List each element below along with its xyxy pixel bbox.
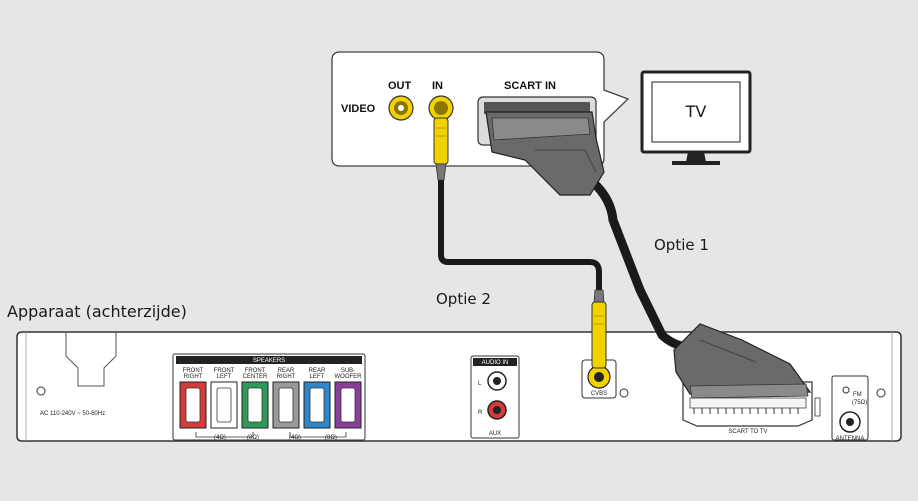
device-caption: Apparaat (achterzijde) (7, 302, 187, 321)
option1-caption: Optie 1 (654, 236, 709, 254)
speaker-terminal-slot (247, 387, 263, 423)
antenna-label: ANTENNA (836, 436, 865, 442)
speaker-label-line2: RIGHT (184, 374, 203, 380)
power-label: AC 110-240V ~ 50-60Hz (40, 411, 105, 417)
ohm-label-2: (8Ω) (247, 435, 259, 441)
aux-label: AUX (489, 431, 501, 437)
speaker-label-line2: CENTER (243, 374, 268, 380)
speakers-block: SPEAKERS FRONTRIGHTFRONTLEFTFRONTCENTERR… (172, 353, 366, 441)
tv-icon: TV (640, 70, 752, 165)
speaker-label-line2: LEFT (217, 374, 232, 380)
speaker-terminal-slot (185, 387, 201, 423)
speaker-label-line2: RIGHT (277, 374, 296, 380)
speaker-label-line1: SUB- (341, 368, 355, 374)
cvbs-jack: CVBS (581, 359, 629, 399)
audio-in-block: AUDIO IN L R AUX (470, 355, 520, 439)
speaker-label-line2: LEFT (310, 374, 325, 380)
speaker-terminal-slot (309, 387, 325, 423)
scart-plug-top (485, 111, 605, 196)
out-label: OUT (388, 80, 412, 92)
speaker-terminal-slot (340, 387, 356, 423)
scart-in-label: SCART IN (504, 80, 556, 92)
rca-plug-bottom (591, 289, 607, 369)
in-label: IN (432, 80, 443, 92)
speaker-terminals: FRONTRIGHTFRONTLEFTFRONTCENTERREARRIGHTR… (179, 368, 363, 429)
option2-caption: Optie 2 (436, 290, 491, 308)
scart-plug-bottom (673, 323, 812, 399)
video-in-jack (428, 95, 454, 121)
speakers-title: SPEAKERS (253, 358, 285, 364)
ohm-label-1: (4Ω) (214, 435, 226, 441)
l-label: L (478, 381, 482, 387)
scart-to-tv-label: SCART TO TV (728, 429, 767, 435)
audio-in-label: AUDIO IN (482, 360, 509, 366)
speaker-label-line1: FRONT (183, 368, 204, 374)
ohm-label-4: (8Ω) (325, 435, 337, 441)
fm-ohm-label: (75Ω) (852, 400, 867, 406)
speaker-label-line1: FRONT (245, 368, 266, 374)
cvbs-label: CVBS (591, 391, 607, 397)
video-label: VIDEO (341, 103, 376, 115)
r-label: R (478, 410, 483, 416)
video-out-jack (388, 95, 414, 121)
speaker-label-line1: FRONT (214, 368, 235, 374)
speaker-terminal: SUB-WOOFER (334, 368, 363, 429)
speaker-terminal-slot (216, 387, 232, 423)
tv-screen-label: TV (685, 102, 707, 121)
antenna-block: FM (75Ω) ANTENNA (831, 375, 869, 442)
fm-label: FM (853, 392, 862, 398)
speaker-terminal-slot (278, 387, 294, 423)
rca-plug-top (433, 117, 449, 181)
speaker-label-line2: WOOFER (335, 374, 363, 380)
speaker-label-line1: REAR (309, 368, 326, 374)
speaker-label-line1: REAR (278, 368, 295, 374)
ohm-label-3: (4Ω) (289, 435, 301, 441)
composite-video-cable (438, 169, 602, 303)
